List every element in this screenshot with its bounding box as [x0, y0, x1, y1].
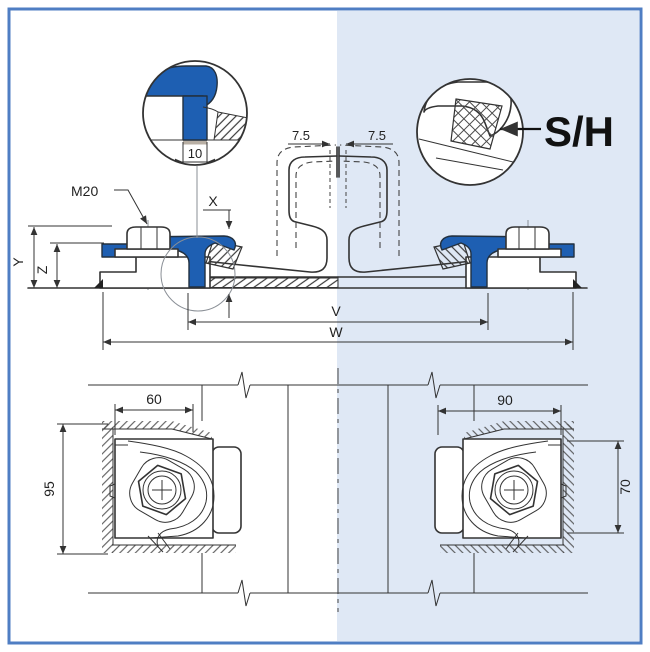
- dim-95: 95: [41, 423, 108, 555]
- break-symbol: [427, 371, 441, 399]
- detail-callout-clip: 10: [142, 60, 248, 166]
- dim-x: X: [203, 193, 233, 318]
- frame-border: [7, 7, 643, 645]
- dim-z-label: Z: [34, 265, 50, 274]
- break-symbol: [237, 371, 251, 399]
- crosshatched-pad: [450, 98, 503, 150]
- break-symbol: [237, 579, 251, 607]
- plan-view-right: 90 70: [434, 392, 633, 554]
- dim-z: Z: [34, 242, 104, 288]
- balloon-circle-sh: [416, 78, 524, 186]
- plan-views: 60 95 90 70: [41, 368, 633, 612]
- bolt-callout: M20: [71, 183, 148, 225]
- dim-70: 70: [567, 440, 633, 534]
- dim-70-label: 70: [617, 479, 633, 495]
- dim-v: V: [187, 293, 489, 330]
- dim-w: W: [102, 292, 574, 350]
- dim-rail-offsets: 7.5 7.5: [288, 128, 393, 208]
- dim-w-label: W: [329, 324, 343, 340]
- rail-foot-line: [418, 138, 518, 164]
- plan-view-left: 60 95: [41, 391, 242, 555]
- clip-nose-stem: [182, 95, 208, 141]
- projection-lines: [201, 368, 475, 612]
- sh-label: S/H: [544, 108, 614, 155]
- dim-offset-left-label: 7.5: [292, 128, 310, 143]
- rail-pad-hatched: [205, 277, 339, 288]
- dim-x-label: X: [208, 193, 218, 209]
- dim-y-label: Y: [10, 257, 26, 267]
- bolt-leader: [114, 189, 148, 225]
- balloon-circle: [142, 60, 248, 166]
- dim-60-label: 60: [146, 391, 162, 407]
- hatched-wedge-detail: [213, 111, 247, 141]
- bolt-label: M20: [71, 183, 98, 199]
- dim-90: 90: [437, 392, 562, 435]
- break-symbol: [427, 579, 441, 607]
- rail-edge-lines: [88, 371, 588, 607]
- dim-10-label: 10: [188, 146, 202, 161]
- dim-y: Y: [10, 225, 112, 288]
- dim-v-label: V: [331, 303, 341, 319]
- pad-sliver: [183, 140, 207, 145]
- detail-callout-pad: S/H: [416, 78, 614, 186]
- detail-indicator-circle: [160, 236, 236, 312]
- dim-60: 60: [114, 391, 194, 435]
- dim-offset-right-label: 7.5: [368, 128, 386, 143]
- cross-section-view: 7.5 7.5 M20 X Y Z: [10, 128, 588, 350]
- dim-95-label: 95: [41, 481, 57, 497]
- dim-90-label: 90: [497, 392, 513, 408]
